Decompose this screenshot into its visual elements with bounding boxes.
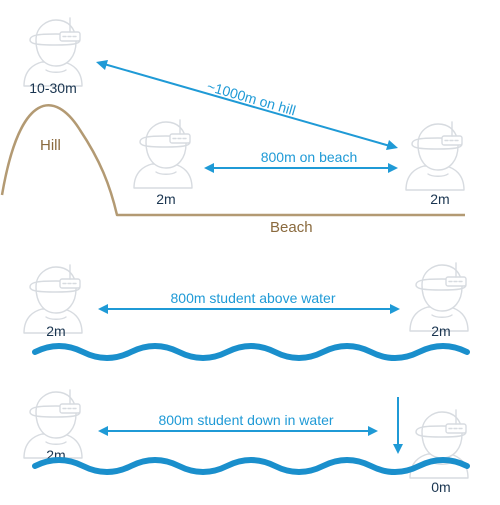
height-label-right-2: 2m xyxy=(431,323,450,339)
arrow-label-hill: ~1000m on hill xyxy=(205,78,297,119)
arrow-label-in-water: 800m student down in water xyxy=(158,412,333,428)
down-arrow xyxy=(393,397,403,454)
scenario-above-water: 2m 2m 800m student above water xyxy=(23,262,469,358)
scenario-hill-beach: Hill Beach 10-30m 2m 2m ~1000m on hill xyxy=(0,17,465,236)
person-on-beach: 2m xyxy=(133,119,193,207)
person-with-radio-icon xyxy=(133,119,193,189)
person-with-radio-icon xyxy=(409,262,469,332)
person-with-radio-icon xyxy=(405,121,465,191)
height-label-hill: 10-30m xyxy=(29,80,76,96)
height-label-beach: 2m xyxy=(156,191,175,207)
arrow-above-water: 800m student above water xyxy=(98,290,400,314)
water-wave xyxy=(35,346,467,358)
person-on-hill: 10-30m xyxy=(23,17,83,96)
hill-terrain xyxy=(0,104,465,217)
arrow-label-above-water: 800m student above water xyxy=(171,290,336,306)
beach-label: Beach xyxy=(270,219,313,236)
arrow-beach: 800m on beach xyxy=(204,149,398,173)
water-wave xyxy=(35,460,467,472)
height-label-right-1: 2m xyxy=(430,191,449,207)
person-in-water: 0m xyxy=(409,409,469,495)
person-right-1: 2m xyxy=(405,121,465,207)
height-label-left-2: 2m xyxy=(46,323,65,339)
arrow-in-water: 800m student down in water xyxy=(98,412,378,436)
height-label-in-water: 0m xyxy=(431,479,450,495)
person-left-3: 2m xyxy=(23,389,83,463)
scenario-in-water: 2m 0m 800m student down in water xyxy=(23,389,469,495)
person-left-2: 2m xyxy=(23,264,83,339)
arrow-hill-to-right: ~1000m on hill xyxy=(96,60,398,150)
person-right-2: 2m xyxy=(409,262,469,339)
arrow-label-beach: 800m on beach xyxy=(261,149,358,165)
hill-label: Hill xyxy=(40,137,61,154)
person-with-radio-icon xyxy=(23,17,83,87)
